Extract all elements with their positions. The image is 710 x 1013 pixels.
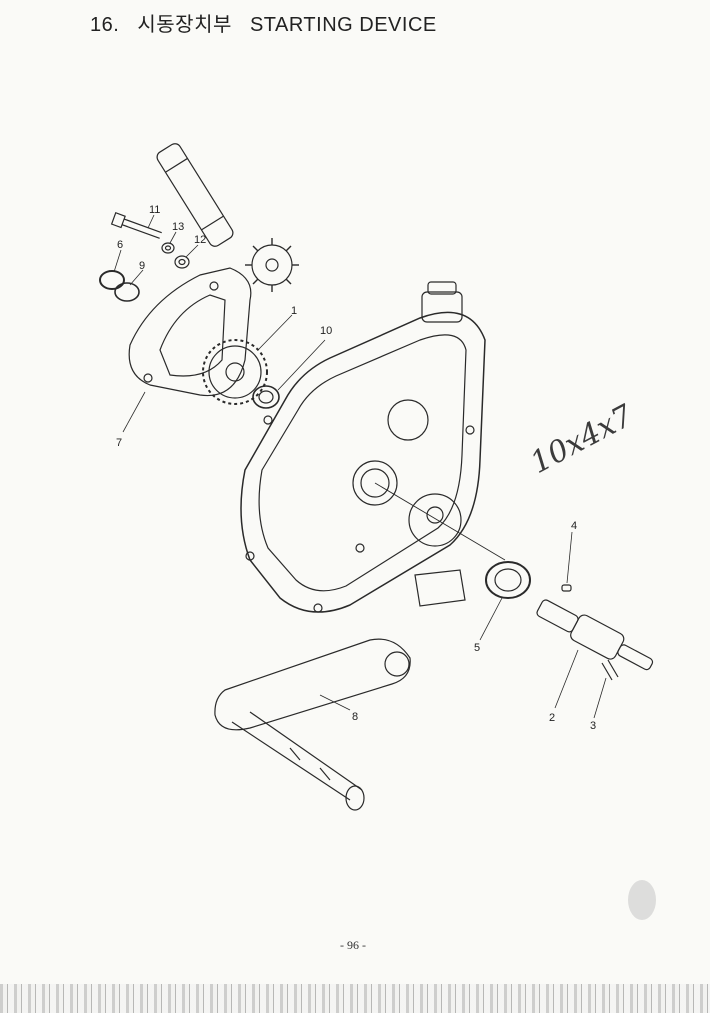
kick-shaft (536, 599, 654, 671)
callout-13: 13 (172, 221, 184, 233)
callout-10: 10 (320, 325, 332, 337)
callout-2: 2 (549, 712, 555, 724)
scan-edge (0, 984, 710, 1013)
bolt (110, 212, 162, 239)
title-korean: 시동장치부 (137, 14, 232, 36)
callout-4: 4 (571, 520, 577, 532)
callout-12: 12 (194, 234, 206, 246)
callout-5: 5 (474, 642, 480, 654)
callout-9: 9 (139, 260, 145, 272)
callout-3: 3 (590, 720, 596, 732)
page-title: 16. 시동장치부 STARTING DEVICE (90, 8, 449, 37)
page-number: - 96 - (340, 938, 366, 952)
large-gear (202, 339, 268, 405)
title-english: STARTING DEVICE (249, 14, 437, 36)
upper-shaft (156, 143, 234, 247)
callout-7: 7 (116, 437, 122, 449)
callout-6: 6 (117, 239, 123, 251)
section-number: 16. (90, 14, 120, 36)
callout-8: 8 (352, 711, 358, 723)
callout-11: 11 (149, 204, 160, 216)
gearbox-housing (240, 311, 486, 613)
scan-smudge (628, 880, 656, 920)
callout-1: 1 (291, 305, 297, 317)
small-gear (245, 238, 299, 292)
gear-cover (128, 267, 252, 397)
kick-lever (214, 638, 411, 811)
